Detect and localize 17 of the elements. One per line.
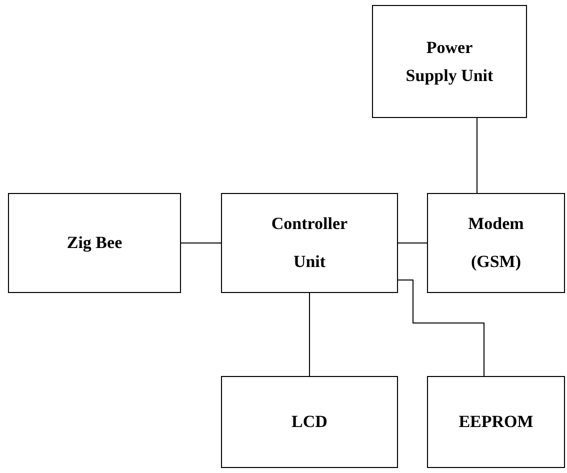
block-label: EEPROM — [458, 411, 534, 433]
connector-line — [398, 280, 484, 376]
block-box — [427, 376, 565, 468]
connector-line — [398, 242, 428, 244]
block-label: Zig Bee — [66, 232, 124, 254]
block-label: Controller Unit — [270, 213, 349, 273]
connector-line — [309, 292, 310, 376]
connector-line — [180, 242, 222, 244]
connector-line — [476, 118, 478, 194]
block-box — [221, 193, 398, 293]
block-label: Modem (GSM) — [467, 213, 525, 273]
block-box — [427, 193, 565, 293]
block-label: Power Supply Unit — [404, 36, 494, 87]
block-box — [8, 193, 181, 293]
block-label: LCD — [290, 411, 328, 433]
block-box — [221, 376, 398, 468]
block-box — [372, 5, 527, 118]
